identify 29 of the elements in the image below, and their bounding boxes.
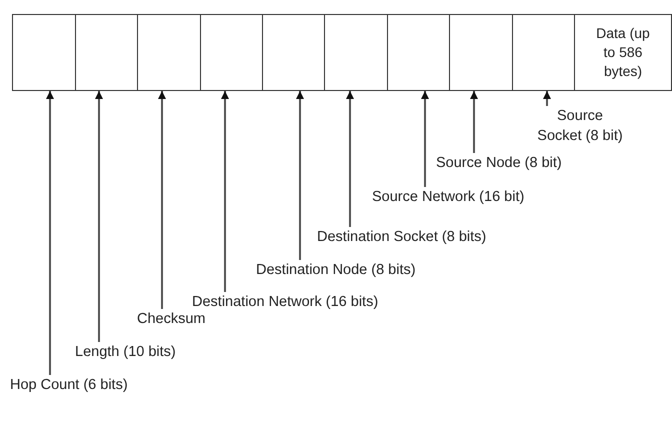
arrow — [221, 91, 229, 292]
data-field-cell — [574, 14, 672, 91]
arrow — [46, 91, 54, 375]
header-field-cell — [12, 14, 75, 91]
header-field-cell — [324, 14, 387, 91]
header-field-cell — [200, 14, 262, 91]
field-label: Source Socket (8 bit) — [534, 106, 626, 146]
arrow — [543, 91, 551, 106]
header-field-cell — [512, 14, 574, 91]
field-label: Destination Node (8 bits) — [256, 260, 456, 280]
header-field-cell — [137, 14, 200, 91]
field-label: Hop Count (6 bits) — [10, 375, 160, 395]
field-text: Data (up to 586 bytes) — [595, 24, 651, 81]
arrow — [158, 91, 166, 309]
arrow — [470, 91, 478, 153]
header-field-cell — [262, 14, 324, 91]
header-field-cell — [387, 14, 449, 91]
field-label: Checksum — [137, 309, 227, 329]
field-label: Source Node (8 bit) — [436, 153, 596, 173]
field-label: Destination Network (16 bits) — [192, 292, 432, 312]
arrow — [296, 91, 304, 260]
arrow — [421, 91, 429, 187]
arrow — [95, 91, 103, 342]
arrow — [346, 91, 354, 227]
header-field-cell — [449, 14, 512, 91]
header-field-cell — [75, 14, 137, 91]
field-label: Length (10 bits) — [75, 342, 215, 362]
field-label: Destination Socket (8 bits) — [317, 227, 537, 247]
field-label: Source Network (16 bit) — [372, 187, 572, 207]
